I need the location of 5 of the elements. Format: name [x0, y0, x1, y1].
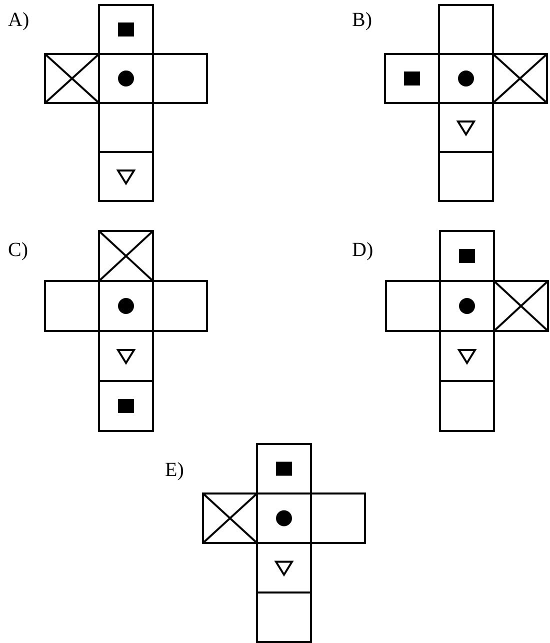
- option-label: B): [352, 10, 372, 30]
- option-label: A): [8, 10, 30, 30]
- option-label: D): [352, 240, 374, 260]
- option-label: C): [8, 240, 28, 260]
- option-label: E): [165, 460, 184, 480]
